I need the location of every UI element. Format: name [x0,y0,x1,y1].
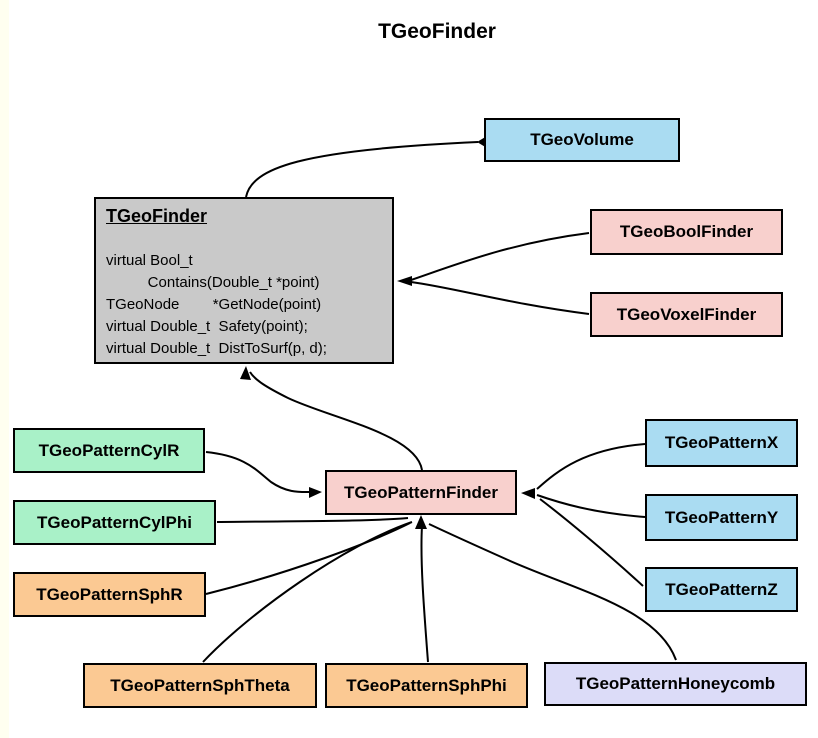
connector-voxelfinder-finder [410,281,590,315]
class-label-tgeopatternsphphi: TGeoPatternSphPhi [346,675,507,695]
connector-sphtheta-patternfinder [202,521,413,663]
arrowhead-finder-right [397,276,412,286]
connector-sphphi-patternfinder [420,525,429,663]
class-label-tgeopatternz: TGeoPatternZ [665,579,778,599]
class-label-tgeopatterny: TGeoPatternY [664,507,779,527]
connector-honeycomb-patternfinder [428,523,677,661]
class-title-tgeofinder[interactable]: TGeoFinder [106,206,208,226]
class-label-tgeopatterncylr: TGeoPatternCylR [38,440,180,460]
class-box-tgeoboolfinder[interactable]: TGeoBoolFinder [590,209,783,255]
arrowhead-patternfinder-left [309,487,322,498]
class-box-tgeovolume[interactable]: TGeoVolume [484,118,680,162]
page-margin-strip [0,0,9,738]
connector-cylphi-patternfinder [216,517,409,523]
class-box-tgeopatternx[interactable]: TGeoPatternX [645,419,798,467]
class-label-tgeopatterncylphi: TGeoPatternCylPhi [37,512,192,532]
class-label-tgeopatternhoneycomb: TGeoPatternHoneycomb [575,674,776,693]
method-line-safety[interactable]: virtual Double_t Safety(point); [106,318,308,335]
connector-patternz-patternfinder [539,498,644,587]
class-label-tgeopatternfinder: TGeoPatternFinder [344,482,498,502]
connector-boolfinder-finder [410,232,590,281]
class-box-tgeopatternsphr[interactable]: TGeoPatternSphR [13,572,206,617]
connector-patternx-patternfinder [536,443,646,490]
arrowhead-patternfinder-bottom [415,515,427,529]
connector-cylr-patternfinder [205,451,311,494]
method-line-disttosurf[interactable]: virtual Double_t DistToSurf(p, d); [106,340,327,357]
method-line-getnode[interactable]: TGeoNode *GetNode(point) [106,296,322,313]
class-box-tgeopatterny[interactable]: TGeoPatternY [645,494,798,541]
class-label-tgeovolume: TGeoVolume [530,130,634,149]
class-box-tgeopatternhoneycomb[interactable]: TGeoPatternHoneycomb [544,662,807,706]
class-box-tgeopatterncylr[interactable]: TGeoPatternCylR [13,428,205,473]
class-box-tgeopatternsphtheta[interactable]: TGeoPatternSphTheta [83,663,317,708]
connector-finder-volume [245,141,479,198]
class-label-tgeoboolfinder: TGeoBoolFinder [619,222,754,241]
class-label-tgeopatternx: TGeoPatternX [664,433,779,452]
class-box-tgeovoxelfinder[interactable]: TGeoVoxelFinder [590,292,783,337]
arrowhead-finder-bottom [240,366,251,380]
class-box-tgeopatternfinder[interactable]: TGeoPatternFinder [325,470,517,515]
class-box-tgeopatternz[interactable]: TGeoPatternZ [645,567,798,612]
arrowhead-patternfinder-right [521,488,535,499]
class-box-tgeopatternsphphi[interactable]: TGeoPatternSphPhi [325,663,528,708]
connector-sphr-patternfinder [205,522,411,595]
method-line-virtual-bool[interactable]: virtual Bool_t [106,252,193,269]
method-line-contains[interactable]: Contains(Double_t *point) [106,274,320,291]
class-label-tgeopatternsphtheta: TGeoPatternSphTheta [110,675,290,695]
class-box-tgeofinder[interactable]: TGeoFinder virtual Bool_t Contains(Doubl… [94,197,394,364]
class-box-tgeopatterncylphi[interactable]: TGeoPatternCylPhi [13,500,216,545]
page-title: TGeoFinder [378,20,496,43]
class-label-tgeovoxelfinder: TGeoVoxelFinder [616,304,757,324]
connector-patterny-patternfinder [536,494,646,518]
connector-patternfinder-finder [249,371,423,471]
class-label-tgeopatternsphr: TGeoPatternSphR [36,584,183,604]
